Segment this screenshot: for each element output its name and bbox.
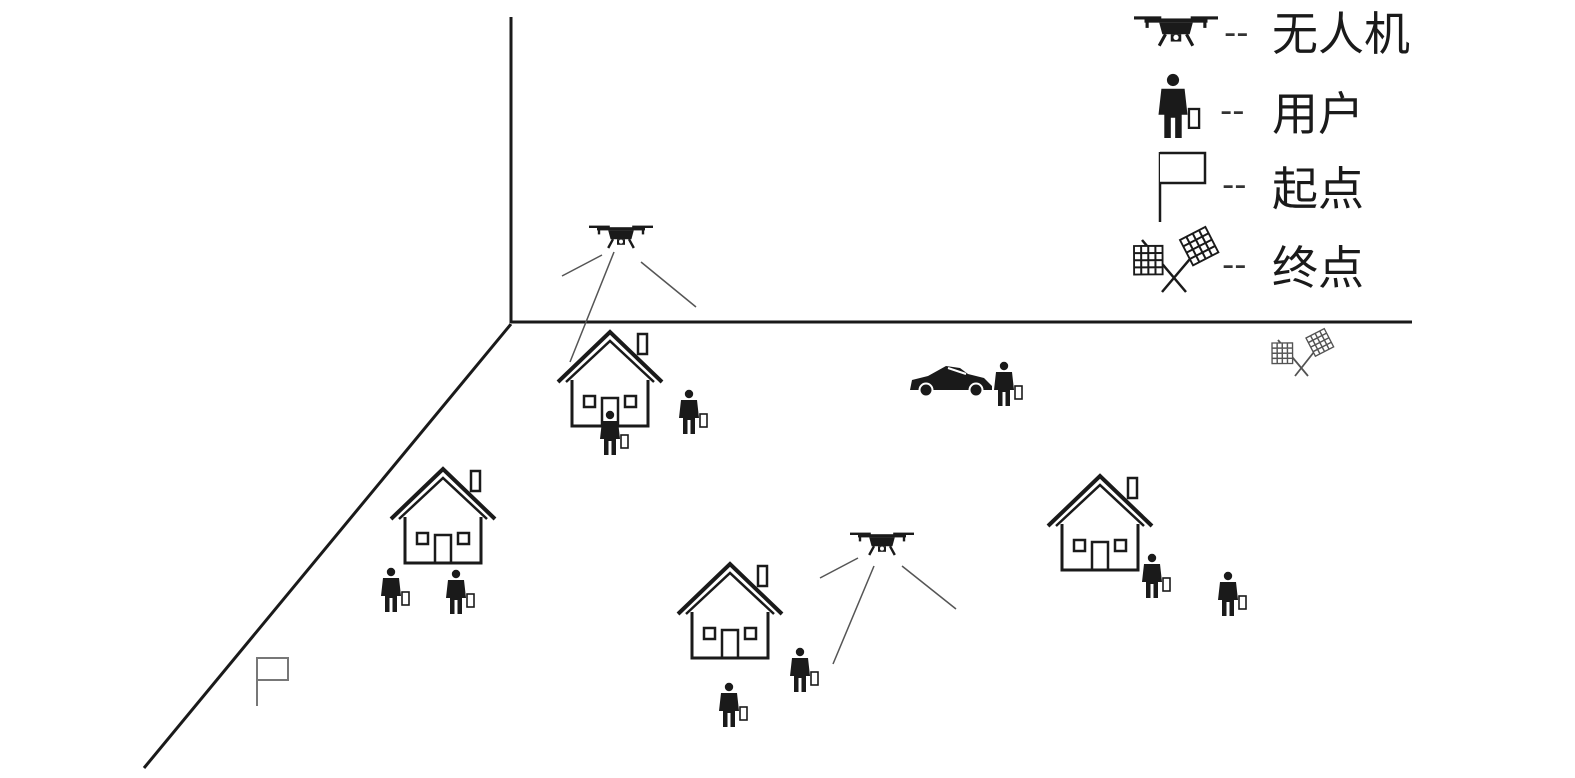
legend-dash: -- bbox=[1220, 91, 1245, 131]
legend-dash: -- bbox=[1222, 245, 1247, 285]
legend-item-user: -- 用户 bbox=[1157, 72, 1364, 141]
axes bbox=[142, 17, 1412, 769]
user-icon bbox=[678, 388, 708, 435]
house-icon bbox=[389, 467, 497, 565]
axis-depth bbox=[142, 323, 513, 769]
legend: -- 无人机 -- 用户 -- 起点 -- 终点 bbox=[1125, 7, 1410, 295]
car-icon bbox=[910, 366, 992, 398]
house-icon bbox=[676, 562, 784, 660]
legend-label-finish: 终点 bbox=[1272, 241, 1364, 295]
legend-item-drone: -- 无人机 bbox=[1132, 7, 1410, 61]
start-flag-icon bbox=[1158, 151, 1207, 222]
start-flag-icon bbox=[256, 657, 289, 706]
legend-item-start: -- 起点 bbox=[1158, 151, 1364, 222]
user-icon bbox=[1157, 72, 1201, 140]
user-icon bbox=[445, 568, 475, 615]
legend-dash: -- bbox=[1224, 13, 1249, 53]
user-icon bbox=[1217, 570, 1247, 617]
legend-label-user: 用户 bbox=[1272, 87, 1364, 141]
drone-icon bbox=[1132, 14, 1220, 48]
user-icon bbox=[1141, 552, 1171, 599]
finish-flags-icon bbox=[1125, 224, 1221, 293]
legend-item-finish: -- 终点 bbox=[1125, 224, 1364, 295]
user-icon bbox=[718, 681, 748, 728]
user-icon bbox=[599, 409, 629, 456]
legend-label-start: 起点 bbox=[1272, 162, 1364, 216]
user-icon bbox=[993, 360, 1023, 407]
house-icon bbox=[1046, 474, 1154, 572]
finish-flags-icon bbox=[1266, 326, 1336, 377]
user-icon bbox=[789, 646, 819, 693]
legend-dash: -- bbox=[1222, 165, 1247, 205]
user-icon bbox=[380, 566, 410, 613]
drone-2 bbox=[819, 531, 957, 665]
drone-icon bbox=[587, 224, 655, 250]
drone-1 bbox=[561, 224, 697, 363]
legend-label-drone: 无人机 bbox=[1272, 7, 1410, 61]
drone-icon bbox=[848, 531, 916, 557]
